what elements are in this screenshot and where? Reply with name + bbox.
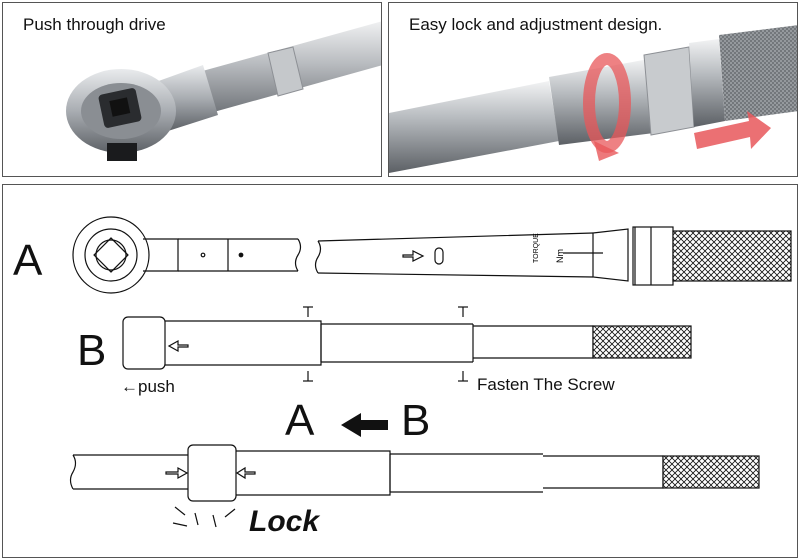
adjustment-collar-photo [389,25,797,173]
lock-mechanism-diagram: TORQUE Nm A B ←push Fasten The Screw A B… [2,184,798,558]
label-a-row: A [13,236,43,285]
svg-text:Nm: Nm [555,249,565,263]
torque-scale-text: TORQUE [533,233,540,263]
wrench-line-diagram: TORQUE Nm [69,216,792,528]
lock-label: Lock [249,505,320,538]
ratchet-head-photo [66,21,381,161]
fasten-label: Fasten The Screw [477,375,615,394]
label-b-row: B [77,326,107,375]
photo-panel-push-through: Push through drive [2,2,382,177]
photo-panel-lock-adjust: Easy lock and adjustment design. [388,2,798,177]
label-b-direction: B [401,396,431,445]
push-label: ←push [121,377,175,396]
wrench-b-drawing [122,306,692,382]
panel-title-lock-adjust: Easy lock and adjustment design. [409,15,663,34]
direction-arrow-icon [341,413,388,437]
label-a-direction: A [285,396,315,445]
panel-title-push-through: Push through drive [23,15,166,34]
wrench-a-drawing [72,216,792,294]
wrench-locked-drawing [69,444,760,528]
